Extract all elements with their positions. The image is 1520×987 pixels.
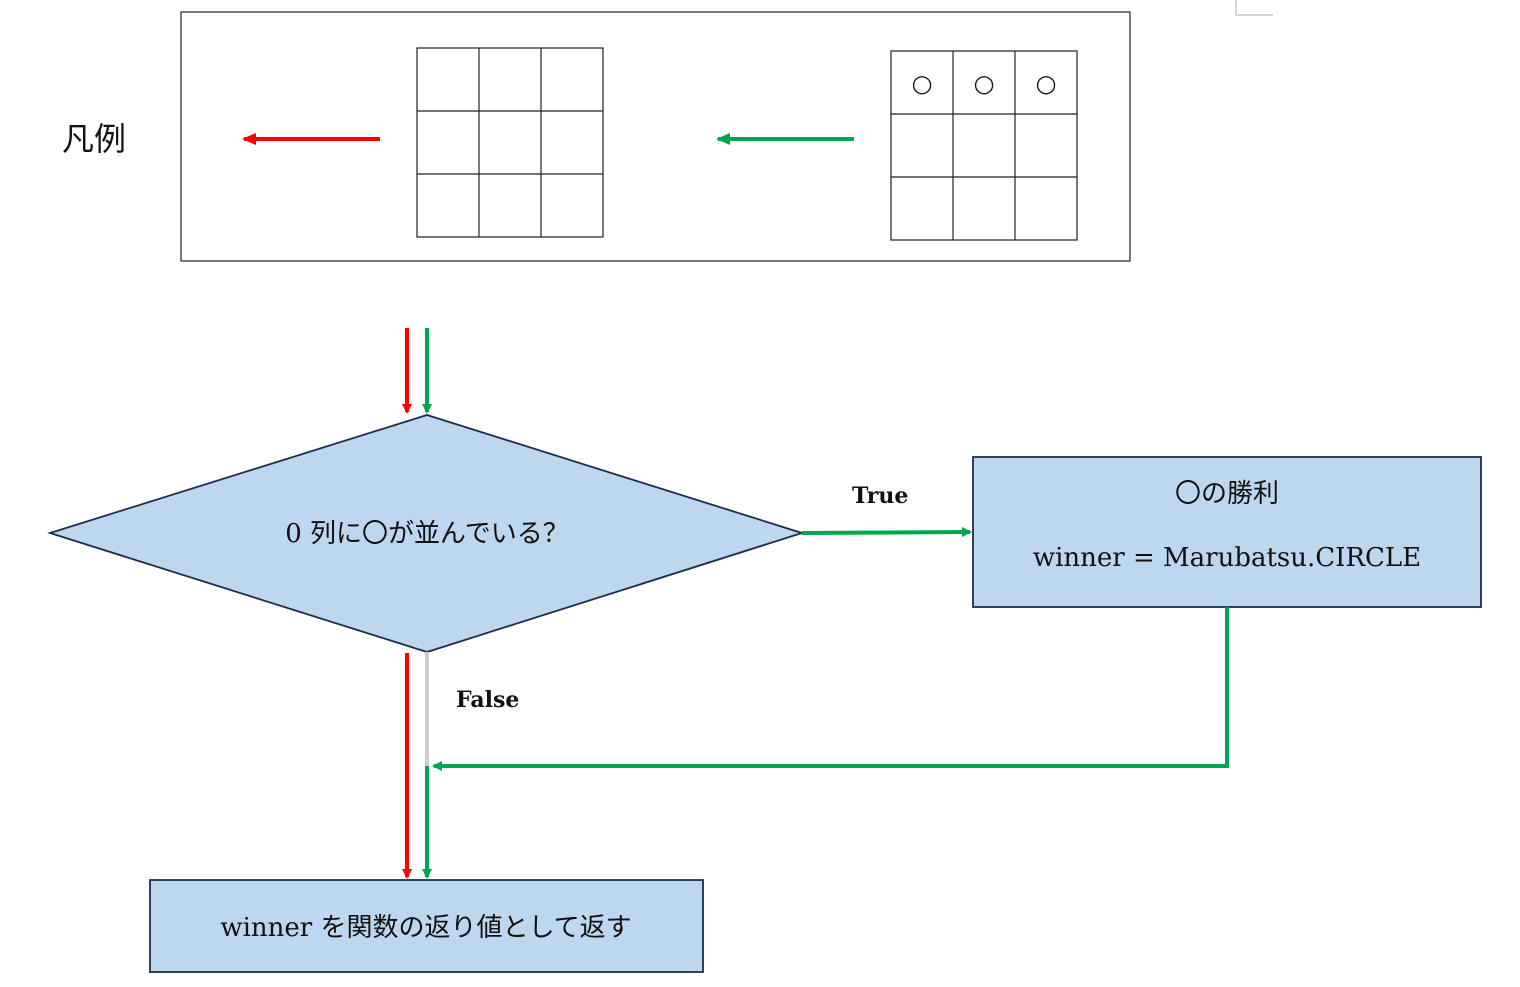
return-box bbox=[149, 879, 704, 973]
page-corner-mark bbox=[1235, 0, 1273, 16]
legend: 凡例 ○ ○ ○ bbox=[62, 11, 1131, 262]
false-label: False bbox=[456, 687, 519, 713]
true-arrow bbox=[801, 527, 972, 538]
legend-title: 凡例 bbox=[62, 120, 126, 158]
grid-cell-mark: ○ bbox=[912, 70, 933, 98]
legend-circle-grid: ○ ○ ○ bbox=[890, 50, 1078, 241]
decision-text: 0 列に〇が並んでいる？ bbox=[285, 519, 569, 549]
circle-win-title: 〇の勝利 bbox=[1175, 479, 1279, 509]
circle-win-node: 〇の勝利 winner = Marubatsu.CIRCLE bbox=[972, 456, 1482, 608]
grid-cell-mark: ○ bbox=[974, 70, 995, 98]
circle-win-code: winner = Marubatsu.CIRCLE bbox=[1033, 543, 1421, 573]
return-node: winner を関数の返り値として返す bbox=[149, 879, 704, 973]
circle-win-box bbox=[972, 456, 1482, 608]
legend-empty-grid bbox=[416, 47, 604, 238]
decision-node: 0 列に〇が並んでいる？ bbox=[46, 414, 805, 653]
grid-cell-mark: ○ bbox=[1036, 70, 1057, 98]
true-label: True bbox=[852, 483, 908, 509]
return-text: winner を関数の返り値として返す bbox=[220, 913, 631, 943]
true-return-path bbox=[432, 607, 1229, 771]
